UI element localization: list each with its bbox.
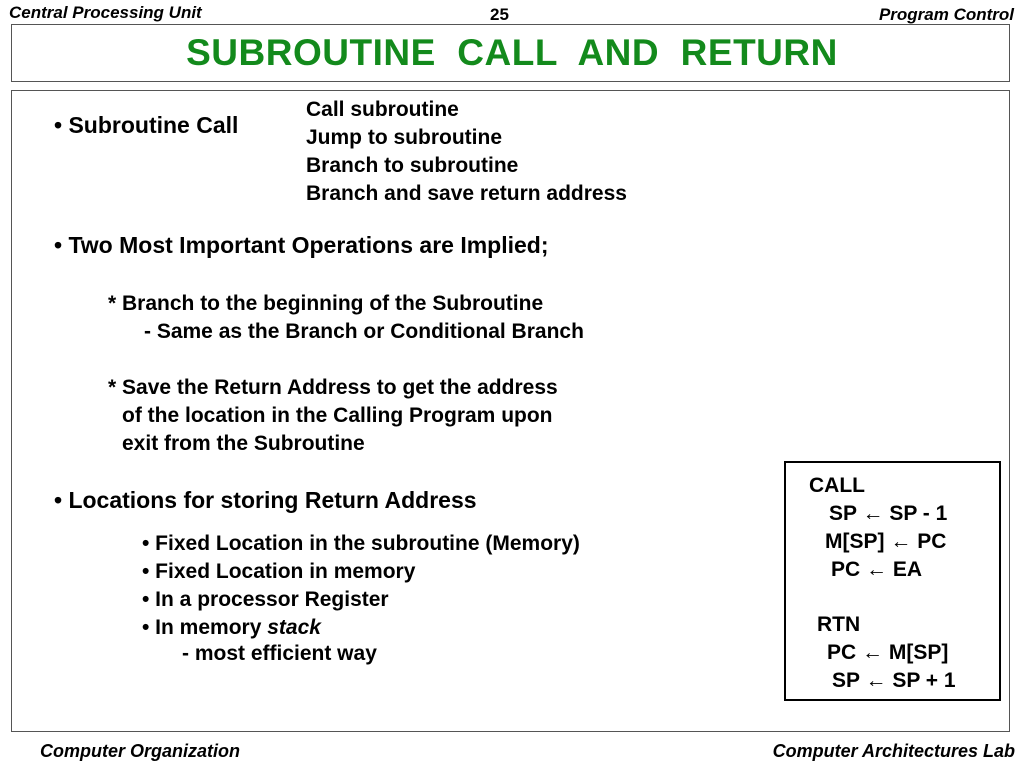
header-left-text: Central Processing Unit	[9, 3, 202, 22]
rtn-step-2: SP ← SP + 1	[832, 667, 956, 695]
call-step-2: M[SP] ← PC	[825, 528, 946, 556]
stack-word: stack	[267, 616, 321, 639]
code-lhs: M[SP]	[825, 530, 885, 553]
left-arrow-icon: ←	[862, 502, 884, 525]
alias-item: Branch to subroutine	[306, 154, 519, 177]
operations-label: Two Most Important Operations are Implie…	[68, 232, 549, 258]
bullet-marker: •	[54, 112, 63, 138]
left-arrow-icon: ←	[890, 530, 912, 553]
call-step-1: SP ← SP - 1	[829, 500, 947, 528]
bullet-locations: • Locations for storing Return Address	[54, 487, 477, 514]
rtn-label: RTN	[817, 613, 861, 636]
code-lhs: SP	[832, 669, 860, 692]
content-frame	[11, 90, 1010, 732]
location-item: • Fixed Location in the subroutine (Memo…	[142, 532, 580, 555]
footer-left-text: Computer Organization	[40, 741, 241, 761]
bullet-marker: •	[54, 487, 63, 513]
bullet-subroutine-call: • Subroutine Call	[54, 112, 238, 139]
bullet-operations: • Two Most Important Operations are Impl…	[54, 232, 549, 259]
code-rhs: M[SP]	[888, 641, 949, 664]
header-right-text: Program Control	[878, 5, 1014, 24]
page-number: 25	[490, 5, 509, 24]
operation-2-line-3: exit from the Subroutine	[122, 432, 365, 455]
locations-label: Locations for storing Return Address	[68, 487, 477, 513]
title-frame	[11, 24, 1010, 82]
footer-right-text: Computer Architectures Lab	[772, 741, 1015, 761]
call-return-code-box	[784, 461, 1001, 701]
code-rhs: EA	[892, 558, 923, 581]
code-rhs: PC	[917, 530, 947, 553]
operation-2-line-2: of the location in the Calling Program u…	[122, 404, 553, 427]
call-step-3: PC ← EA	[831, 556, 922, 584]
code-lhs: SP	[829, 502, 857, 525]
location-item: • Fixed Location in memory	[142, 560, 416, 583]
left-arrow-icon: ←	[865, 669, 887, 692]
alias-item: Jump to subroutine	[306, 126, 502, 149]
location-item: • In a processor Register	[142, 588, 389, 611]
operation-1-line-1: * Branch to the beginning of the Subrout…	[108, 292, 544, 315]
bullet-marker: •	[54, 232, 63, 258]
subroutine-call-aliases: Call subroutine Jump to subroutine Branc…	[306, 96, 627, 208]
operation-2-line-1: * Save the Return Address to get the add…	[108, 376, 558, 399]
operation-1-line-2: - Same as the Branch or Conditional Bran…	[144, 320, 584, 343]
code-rhs: SP + 1	[892, 669, 956, 692]
code-rhs: SP - 1	[889, 502, 948, 525]
alias-item: Branch and save return address	[306, 182, 627, 205]
code-lhs: PC	[827, 641, 857, 664]
code-lhs: PC	[831, 558, 861, 581]
call-label: CALL	[809, 474, 865, 497]
left-arrow-icon: ←	[862, 641, 884, 664]
alias-item: Call subroutine	[306, 98, 459, 121]
rtn-step-1: PC ← M[SP]	[827, 639, 948, 667]
stack-prefix: • In memory	[142, 616, 268, 639]
locations-list: • Fixed Location in the subroutine (Memo…	[142, 530, 580, 642]
location-item-stack: • In memory stack	[142, 614, 580, 642]
slide-title: SUBROUTINE CALL AND RETURN	[186, 32, 838, 73]
subroutine-call-label: Subroutine Call	[68, 112, 239, 138]
stack-note: - most efficient way	[182, 642, 377, 665]
left-arrow-icon: ←	[866, 558, 888, 581]
